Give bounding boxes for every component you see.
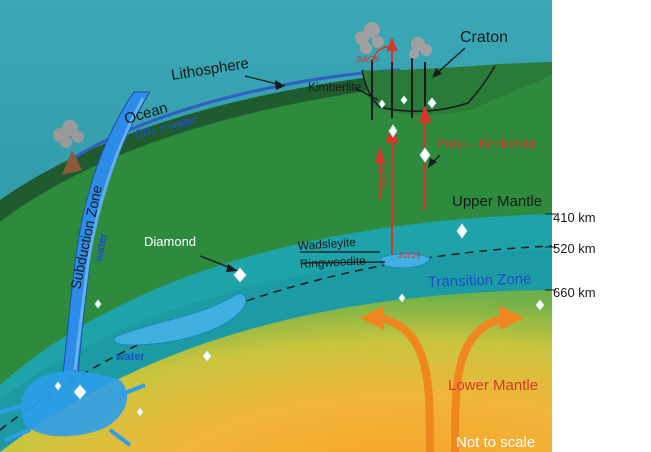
- diamond-icon: [456, 223, 468, 239]
- diamond-icon: [378, 99, 386, 109]
- transition-water-blob: [113, 293, 247, 346]
- water-pool-fingers: [0, 383, 146, 447]
- diamond-pointer-head: [226, 264, 238, 272]
- right-margin: [552, 0, 651, 452]
- label-water-slab: water: [93, 231, 110, 263]
- label-kimberlite: Kimberlite: [308, 80, 362, 94]
- diamond-icon: [202, 350, 212, 362]
- diamond-icon: [427, 97, 437, 109]
- label-juc29-top: JUc29: [356, 55, 379, 64]
- diamond-icon: [94, 299, 102, 309]
- label-water-pool: water: [115, 351, 145, 363]
- diamond-icon: [400, 95, 408, 105]
- craton-pointer-head: [432, 68, 442, 78]
- depth-ticks: [545, 213, 556, 291]
- label-lower-mantle: Lower Mantle: [448, 377, 538, 394]
- label-juc29-mid: JUc29: [381, 165, 390, 188]
- kimberlite-pipes: [371, 58, 426, 120]
- label-ringwoodite: Ringwoodite: [299, 254, 366, 271]
- label-not-to-scale: Not to scale: [456, 434, 535, 451]
- depth-410-label: 410 km: [553, 210, 596, 225]
- diamond-icon: [419, 147, 431, 163]
- convection-arrows: [376, 314, 509, 452]
- depth-520-label: 520 km: [553, 241, 596, 256]
- label-juc29-low: JUc29: [398, 251, 421, 260]
- label-craton: Craton: [460, 29, 508, 46]
- lithosphere-pointer-head: [275, 80, 285, 90]
- kimberlite-top-loop: [373, 46, 393, 61]
- craton-smoke-icon: [355, 22, 432, 59]
- subduction-volcano-cone: [62, 150, 82, 175]
- diamond-icon: [233, 267, 247, 283]
- subduction-smoke-icon: [53, 120, 84, 148]
- label-proto-kimberlite: Proto - Kimberlite: [436, 136, 536, 151]
- diamond-icon: [398, 293, 406, 303]
- subduction-slab-core: [73, 97, 145, 371]
- diamond-crystals: [54, 95, 545, 417]
- ringwoodite-blob: [379, 253, 431, 269]
- diamond-icon: [535, 299, 545, 311]
- diamond-icon: [73, 384, 87, 400]
- label-upper-mantle: Upper Mantle: [452, 193, 542, 210]
- transition-zone-inner: [0, 250, 552, 452]
- label-transition-zone: Transition Zone: [428, 270, 532, 291]
- water-pool: [20, 371, 128, 437]
- label-diamond: Diamond: [144, 234, 196, 249]
- diamond-icon: [54, 381, 62, 391]
- depth-660-label: 660 km: [553, 285, 596, 300]
- convection-arrowheads: [360, 306, 524, 330]
- lower-mantle-layer: [0, 268, 552, 452]
- upper-mantle-layer: [0, 74, 552, 385]
- proto-pointer-head: [428, 158, 437, 168]
- label-wadsleyite: Wadsleyite: [297, 235, 356, 253]
- diamond-icon: [388, 124, 398, 138]
- diamond-icon: [136, 407, 144, 417]
- craton-keel: [362, 62, 552, 115]
